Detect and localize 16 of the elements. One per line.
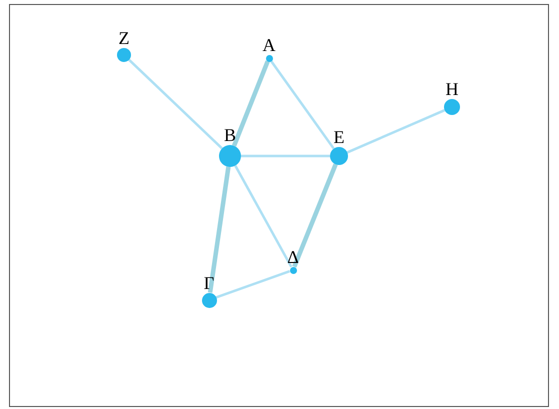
- node-label: A: [262, 34, 276, 54]
- node-label: Z: [118, 28, 130, 48]
- node-label: H: [446, 79, 458, 99]
- edge-line: [232, 60, 270, 147]
- node-label: E: [334, 127, 344, 147]
- node-label: Δ: [287, 246, 299, 266]
- edge-line: [216, 270, 290, 299]
- edge-line: [208, 166, 231, 293]
- edge-line: [128, 58, 223, 150]
- edge-line: [292, 164, 338, 268]
- node-label: B: [224, 125, 236, 145]
- edge-line: [270, 60, 335, 150]
- edge-line: [346, 109, 446, 154]
- node-label: Γ: [204, 272, 214, 292]
- edge-line: [241, 154, 330, 158]
- edge-line: [234, 165, 292, 268]
